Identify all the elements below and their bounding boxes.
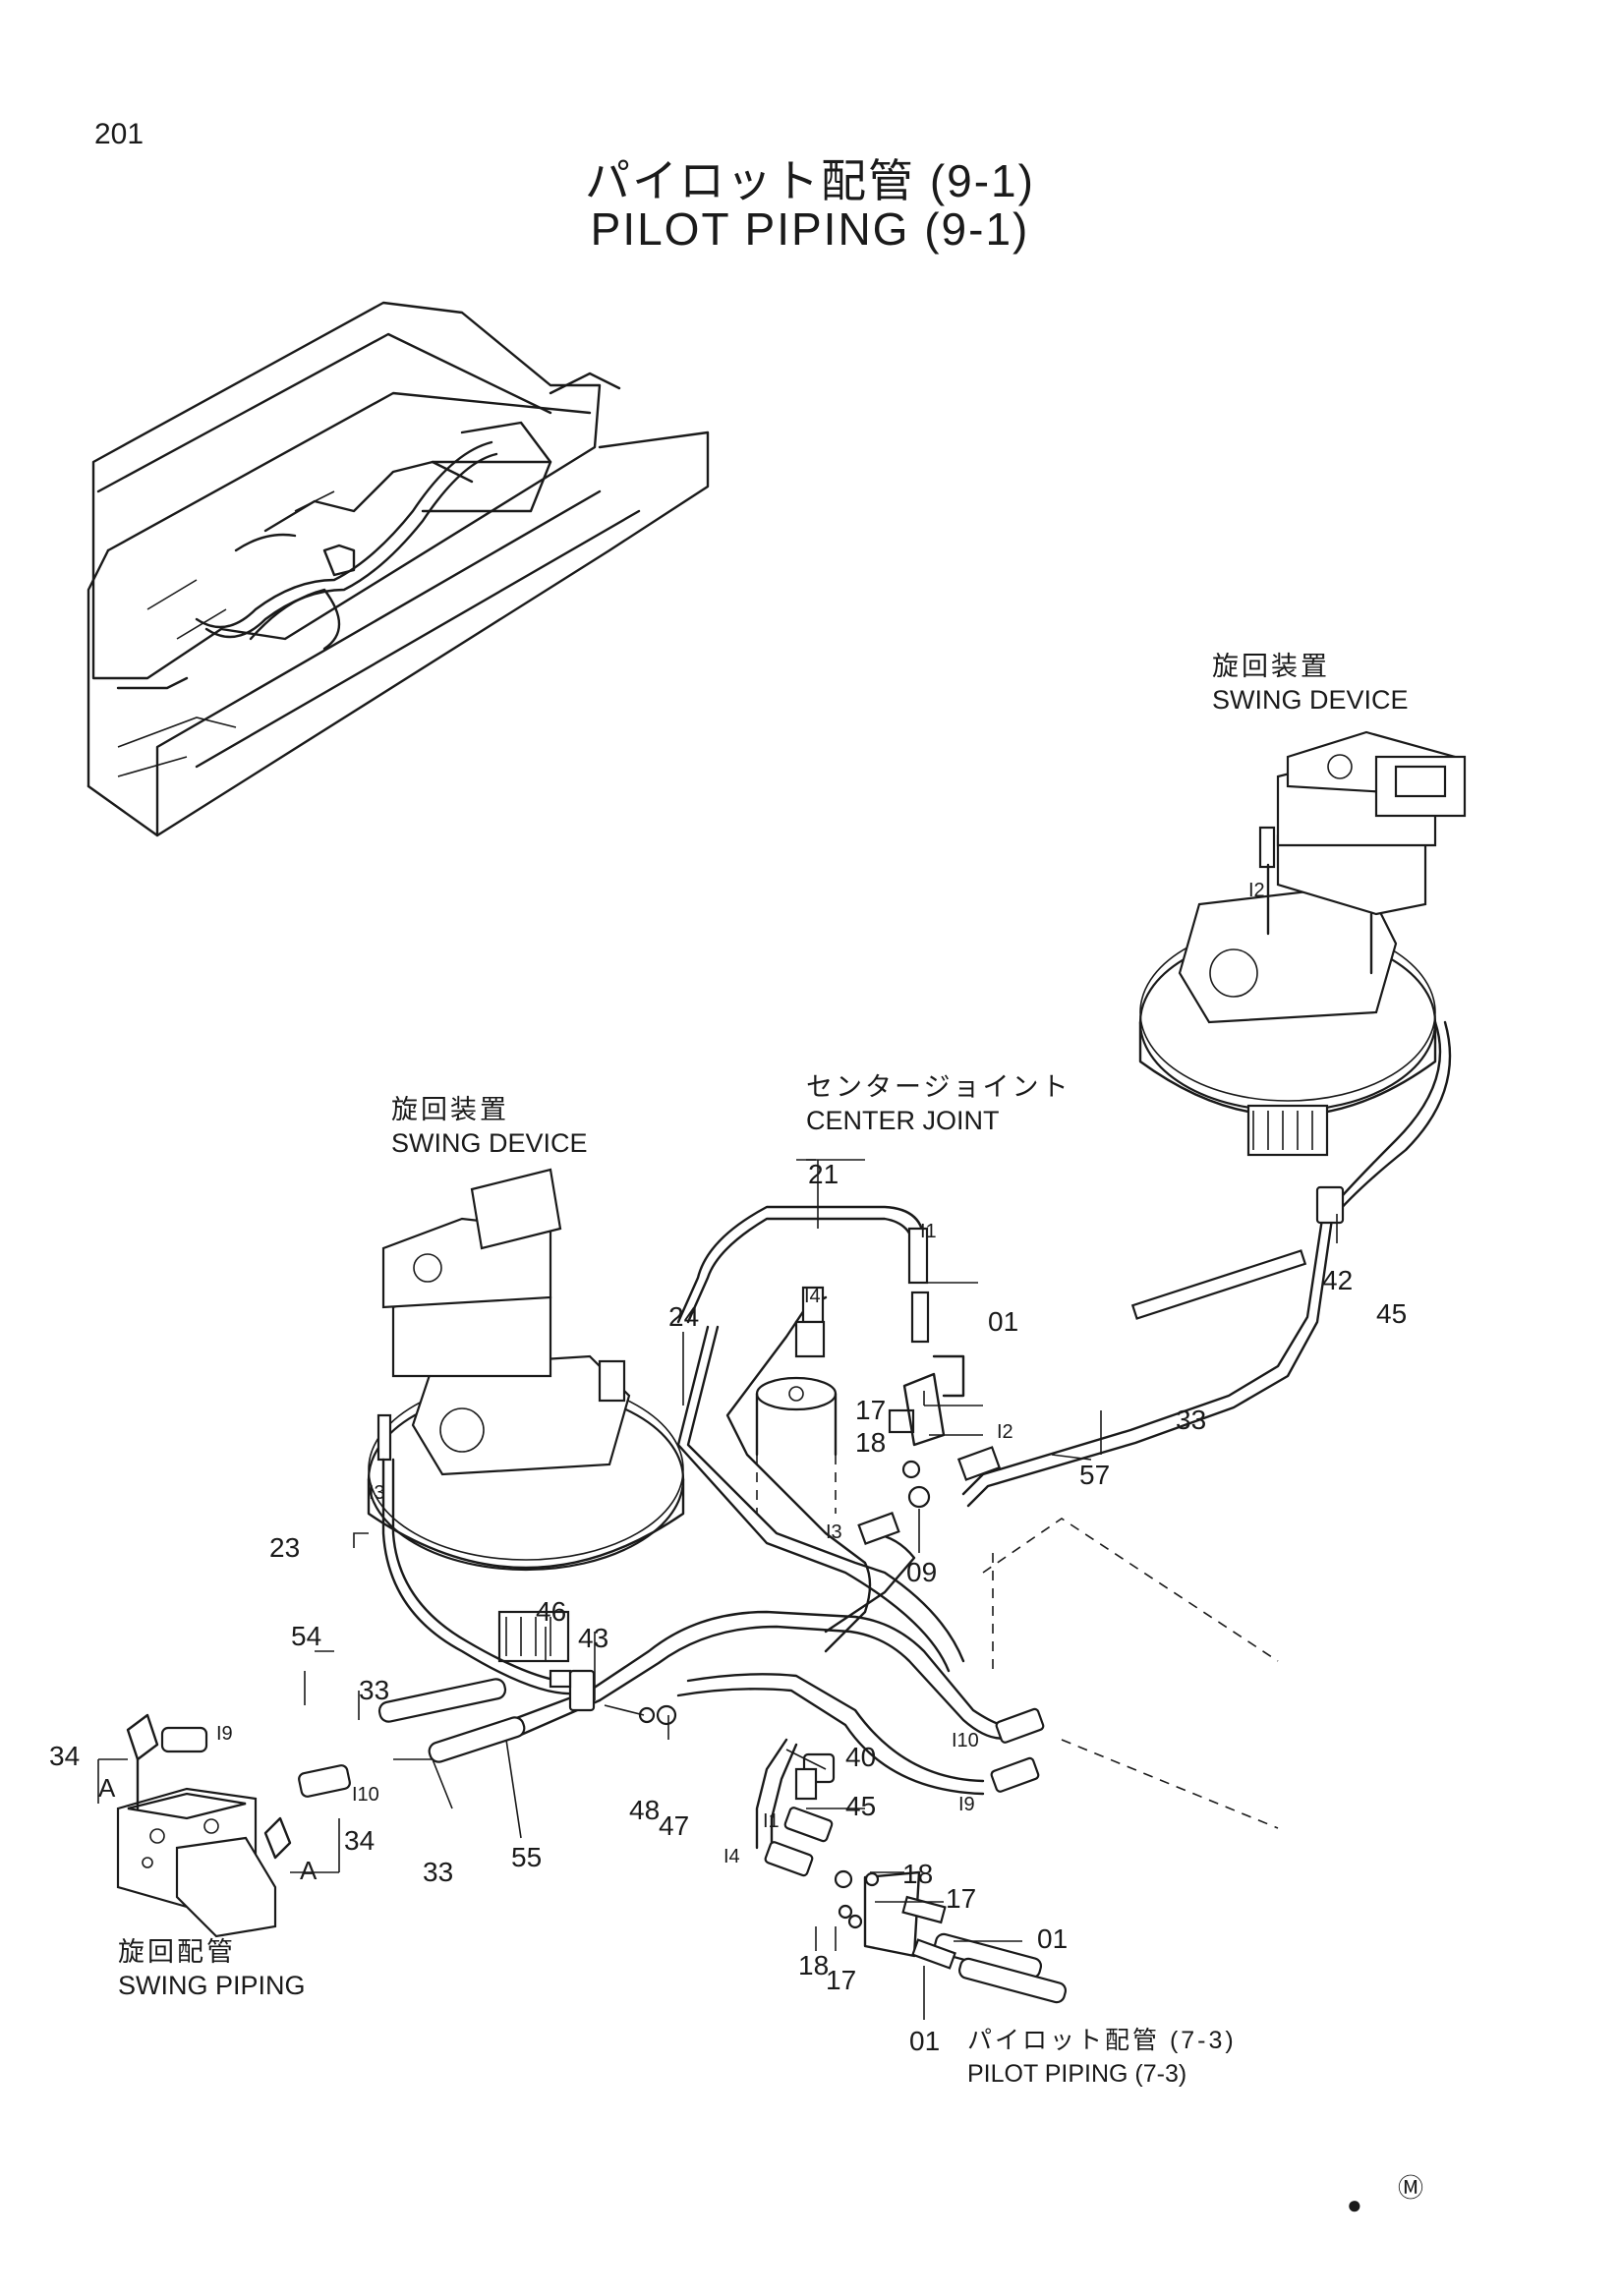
page-title-english: PILOT PIPING (9-1) — [590, 203, 1030, 255]
swing-device-left-label-jp: 旋回装置 — [391, 1095, 509, 1124]
swing-device-left-label-en: SWING DEVICE — [391, 1128, 588, 1158]
callout-34-a: 34 — [49, 1741, 81, 1771]
callout-24: 24 — [668, 1301, 700, 1332]
page-title-japanese: パイロット配管 (9-1) — [585, 155, 1035, 206]
section-marker-a-right: A — [300, 1856, 318, 1885]
callout-33-b: 33 — [423, 1857, 454, 1887]
callout-46: 46 — [536, 1596, 567, 1627]
callout-23: 23 — [269, 1532, 301, 1563]
callout-55: 55 — [511, 1842, 543, 1872]
callout-54: 54 — [291, 1621, 322, 1651]
pipe-label-i3-mid: I3 — [826, 1521, 842, 1543]
callout-01-a: 01 — [988, 1306, 1019, 1337]
callout-17-b: 17 — [946, 1883, 977, 1914]
pilot-piping-ref-label-en: PILOT PIPING (7-3) — [967, 2060, 1187, 2088]
swing-piping-label-en: SWING PIPING — [118, 1971, 306, 2000]
callout-17-a: 17 — [855, 1395, 887, 1425]
center-joint-drawing — [755, 1376, 838, 1514]
m-mark: Ⓜ — [1398, 2173, 1424, 2203]
center-joint-label-en: CENTER JOINT — [806, 1106, 1000, 1135]
callout-01-b: 01 — [1037, 1923, 1069, 1954]
callout-57: 57 — [1079, 1460, 1111, 1490]
callout-48: 48 — [629, 1795, 661, 1825]
pipe-label-i4-bottom: I4 — [723, 1846, 740, 1867]
callout-47: 47 — [659, 1810, 690, 1841]
pipe-label-i3-left: I3 — [369, 1482, 385, 1504]
callout-40: 40 — [845, 1742, 877, 1772]
bullet-mark: ● — [1347, 2190, 1362, 2219]
page-number: 201 — [94, 118, 145, 150]
pipe-label-i9-left: I9 — [216, 1723, 233, 1745]
pipe-label-i2-mid: I2 — [997, 1421, 1013, 1443]
pipe-label-i4-top: I4 — [804, 1286, 821, 1307]
pipe-label-i1-top: I1 — [920, 1221, 937, 1242]
callout-33-c: 33 — [1176, 1405, 1207, 1435]
swing-device-right-drawing — [1138, 730, 1467, 1221]
callout-21: 21 — [808, 1159, 839, 1189]
fittings — [160, 1185, 1345, 2004]
callout-18-b: 18 — [902, 1859, 934, 1889]
pipe-label-i1-bottom: I1 — [763, 1810, 780, 1832]
pipe-label-i10-right: I10 — [952, 1730, 979, 1751]
callout-42: 42 — [1322, 1265, 1354, 1295]
section-marker-a-left: A — [98, 1773, 116, 1803]
swing-device-left-drawing — [367, 1168, 685, 1695]
callout-01-c: 01 — [909, 2026, 941, 2056]
callout-17-c: 17 — [826, 1965, 857, 1995]
callout-43: 43 — [578, 1623, 609, 1653]
swing-device-right-label-jp: 旋回装置 — [1212, 652, 1330, 681]
callout-18-c: 18 — [798, 1950, 830, 1980]
callout-45-a: 45 — [845, 1791, 877, 1821]
swing-piping-valve — [97, 1713, 340, 1938]
pipe-label-i2-right: I2 — [1248, 880, 1265, 901]
pipe-label-i10-left: I10 — [352, 1784, 379, 1806]
swing-piping-label-jp: 旋回配管 — [118, 1937, 236, 1967]
callout-18-a: 18 — [855, 1427, 887, 1458]
pipe-label-i9-right: I9 — [958, 1794, 975, 1815]
callout-09: 09 — [906, 1557, 938, 1587]
center-joint-label-jp: センタージョイント — [806, 1072, 1071, 1102]
leader-lines — [304, 1159, 1338, 2020]
callout-45-b: 45 — [1376, 1298, 1408, 1329]
pilot-piping-ref-label-jp: パイロット配管 (7-3) — [967, 2027, 1237, 2054]
machine-frame-drawing — [87, 301, 710, 837]
callout-34-b: 34 — [344, 1825, 376, 1856]
swing-device-right-label-en: SWING DEVICE — [1212, 685, 1409, 715]
callout-33-a: 33 — [359, 1675, 390, 1705]
